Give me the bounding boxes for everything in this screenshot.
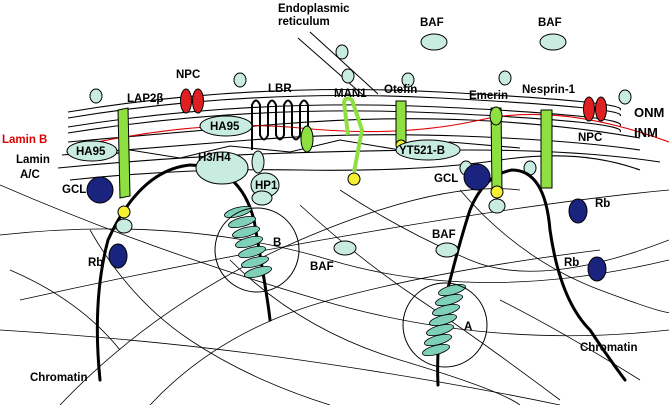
label-er-line1: Endoplasmic: [278, 3, 350, 15]
rb-left: [108, 243, 128, 269]
label-gcl-right: GCL: [434, 173, 458, 185]
lbr-domain: [300, 125, 314, 153]
label-hp1: HP1: [255, 180, 278, 192]
baf-cytoplasm: [89, 33, 632, 176]
lbr-protein: [251, 99, 309, 150]
chromatin-coil-b: [224, 205, 272, 279]
chromatin-coil-a: [422, 283, 466, 357]
gcl-left: [86, 176, 114, 204]
rb-right-2: [587, 256, 607, 282]
label-lbr: LBR: [268, 83, 292, 95]
hp1-bottom: [251, 190, 273, 206]
label-chromatin-left: Chromatin: [30, 372, 88, 384]
ha95-left: [66, 140, 118, 162]
nesprin1-protein: [540, 109, 553, 189]
otefin-protein: [395, 100, 407, 151]
label-region-a: A: [464, 321, 472, 333]
npc-right: [583, 96, 607, 122]
rb-right-1: [568, 198, 588, 224]
ha95-mid: [199, 115, 253, 137]
label-ha95-left: HA95: [76, 146, 106, 158]
label-onm: ONM: [634, 105, 664, 120]
label-otefin: Otefin: [384, 84, 417, 96]
label-h3h4: H3/H4: [198, 152, 231, 164]
label-gcl-left: GCL: [62, 184, 86, 196]
label-yt521b: YT521-B: [399, 145, 445, 157]
endoplasmic-reticulum: [297, 31, 379, 97]
label-emerin: Emerin: [469, 90, 508, 102]
label-er-line2: reticulum: [278, 16, 330, 28]
label-inm: INM: [634, 125, 658, 140]
region-a-circle: [402, 282, 488, 368]
region-b-circle: [214, 207, 300, 293]
h3h4-complex: [195, 151, 249, 185]
lap2b-protein: [115, 107, 133, 234]
label-rb-right-1: Rb: [595, 198, 610, 210]
yt521b-protein: [395, 139, 461, 161]
lbr-stalk: [251, 150, 265, 174]
lamina-network: [0, 184, 669, 405]
label-lamin-b: Lamin B: [2, 134, 47, 146]
emerin-protein: [488, 106, 506, 214]
label-chromatin-right: Chromatin: [580, 342, 638, 354]
label-npc-right: NPC: [578, 132, 602, 144]
label-rb-right-2: Rb: [564, 257, 579, 269]
label-nesprin1: Nesprin-1: [522, 84, 576, 96]
label-man1: MAN1: [334, 88, 367, 100]
label-npc-left: NPC: [176, 69, 200, 81]
label-lamin-ac-1: Lamin: [16, 154, 50, 166]
chromatin-fibers: [95, 163, 627, 387]
gcl-right: [463, 163, 491, 191]
lamin-b-filament: [69, 113, 669, 149]
label-rb-left: Rb: [88, 257, 103, 269]
label-baf-mid: BAF: [310, 261, 334, 273]
label-baf-top-1: BAF: [420, 17, 444, 29]
label-baf-right: BAF: [432, 229, 456, 241]
label-lamin-ac-2: A/C: [20, 169, 40, 181]
baf-right: [435, 242, 459, 258]
baf-mid: [333, 240, 357, 256]
npc-left: [180, 88, 204, 114]
label-region-b: B: [273, 237, 281, 249]
label-ha95-mid: HA95: [210, 121, 240, 133]
label-baf-top-2: BAF: [538, 17, 562, 29]
label-lap2b: LAP2β: [127, 93, 163, 105]
man1-protein: [342, 96, 364, 186]
